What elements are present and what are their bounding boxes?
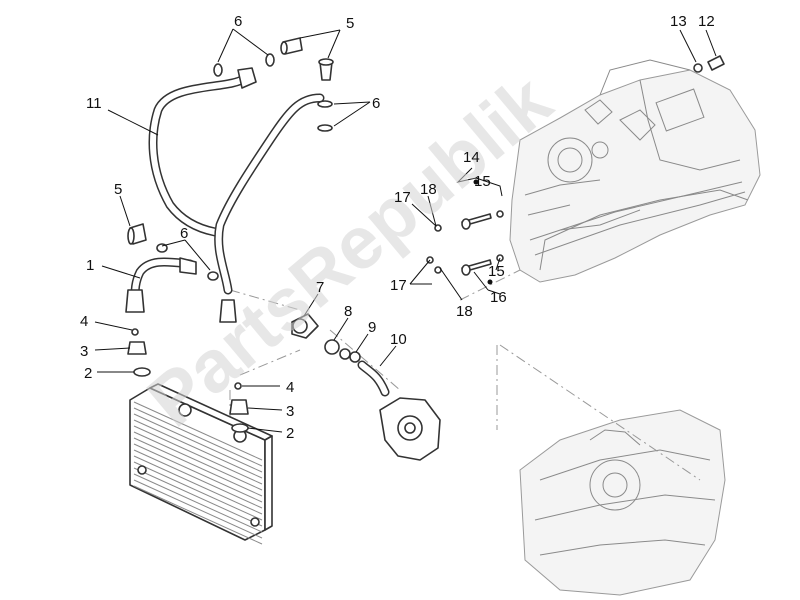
callout-3a: 3	[80, 343, 88, 360]
callout-16: 16	[490, 289, 507, 306]
callout-15a: 15	[474, 173, 491, 190]
radiator-fin	[133, 455, 263, 515]
radiator-fin	[133, 461, 263, 521]
callout-14: 14	[463, 149, 480, 166]
oil-pump	[379, 397, 441, 461]
callout-17b: 17	[390, 277, 407, 294]
radiator-fin	[133, 479, 263, 539]
sump-ghost	[519, 409, 726, 596]
callout-18a: 18	[420, 181, 437, 198]
callout-2b: 2	[286, 425, 294, 442]
callout-12: 12	[698, 13, 715, 30]
fitting-3-right	[229, 382, 249, 433]
gaskets-6-top	[213, 53, 333, 132]
callout-5b: 5	[114, 181, 122, 198]
fitting-3-left	[127, 328, 151, 377]
callout-10: 10	[390, 331, 407, 348]
hose-1	[125, 257, 197, 313]
gaskets-6-left	[156, 243, 219, 281]
bolts-14-16	[426, 210, 504, 276]
callout-6b: 6	[372, 95, 380, 112]
callout-1: 1	[86, 257, 94, 274]
radiator-fin	[133, 485, 263, 545]
callout-labels: 6 5 6 11 5 6 1 4 3 2 4 3 2 7 8 9 10 14 1…	[80, 13, 715, 442]
banjo-bolt-5-left	[127, 223, 147, 245]
callout-4b: 4	[286, 379, 294, 396]
callout-6c: 6	[180, 225, 188, 242]
radiator-fin	[133, 473, 263, 533]
callout-11: 11	[86, 95, 102, 112]
callout-8: 8	[344, 303, 352, 320]
radiator-fin	[133, 413, 263, 473]
engine-block-ghost	[509, 59, 761, 283]
radiator-fin	[133, 443, 263, 503]
oil-cooler-radiator	[129, 383, 273, 545]
callout-6a: 6	[234, 13, 242, 30]
callout-18b: 18	[456, 303, 473, 320]
elbow-hose-10	[357, 360, 390, 397]
leader-lines	[94, 28, 717, 433]
radiator-fin	[133, 431, 263, 491]
thermostat-7	[291, 313, 319, 339]
radiator-fins	[133, 401, 263, 545]
callout-9: 9	[368, 319, 376, 336]
marker-dots	[473, 179, 493, 285]
radiator-fin	[133, 449, 263, 509]
callout-4a: 4	[80, 313, 88, 330]
callout-2a: 2	[84, 365, 92, 382]
radiator-fin	[133, 419, 263, 479]
seals-8-9	[324, 339, 361, 363]
callout-13: 13	[670, 13, 687, 30]
radiator-fin	[133, 425, 263, 485]
reference-lines	[229, 269, 701, 481]
callout-15b: 15	[488, 263, 505, 280]
sensor-12-13	[693, 55, 725, 73]
callout-3b: 3	[286, 403, 294, 420]
radiator-fin	[133, 407, 263, 467]
radiator-fin	[133, 401, 263, 461]
radiator-fin	[133, 467, 263, 527]
callout-7: 7	[316, 279, 324, 296]
callout-5a: 5	[346, 15, 354, 32]
banjo-bolt-5-top	[280, 37, 334, 81]
callout-17a: 17	[394, 189, 411, 206]
hose-11	[148, 67, 325, 323]
radiator-fin	[133, 437, 263, 497]
